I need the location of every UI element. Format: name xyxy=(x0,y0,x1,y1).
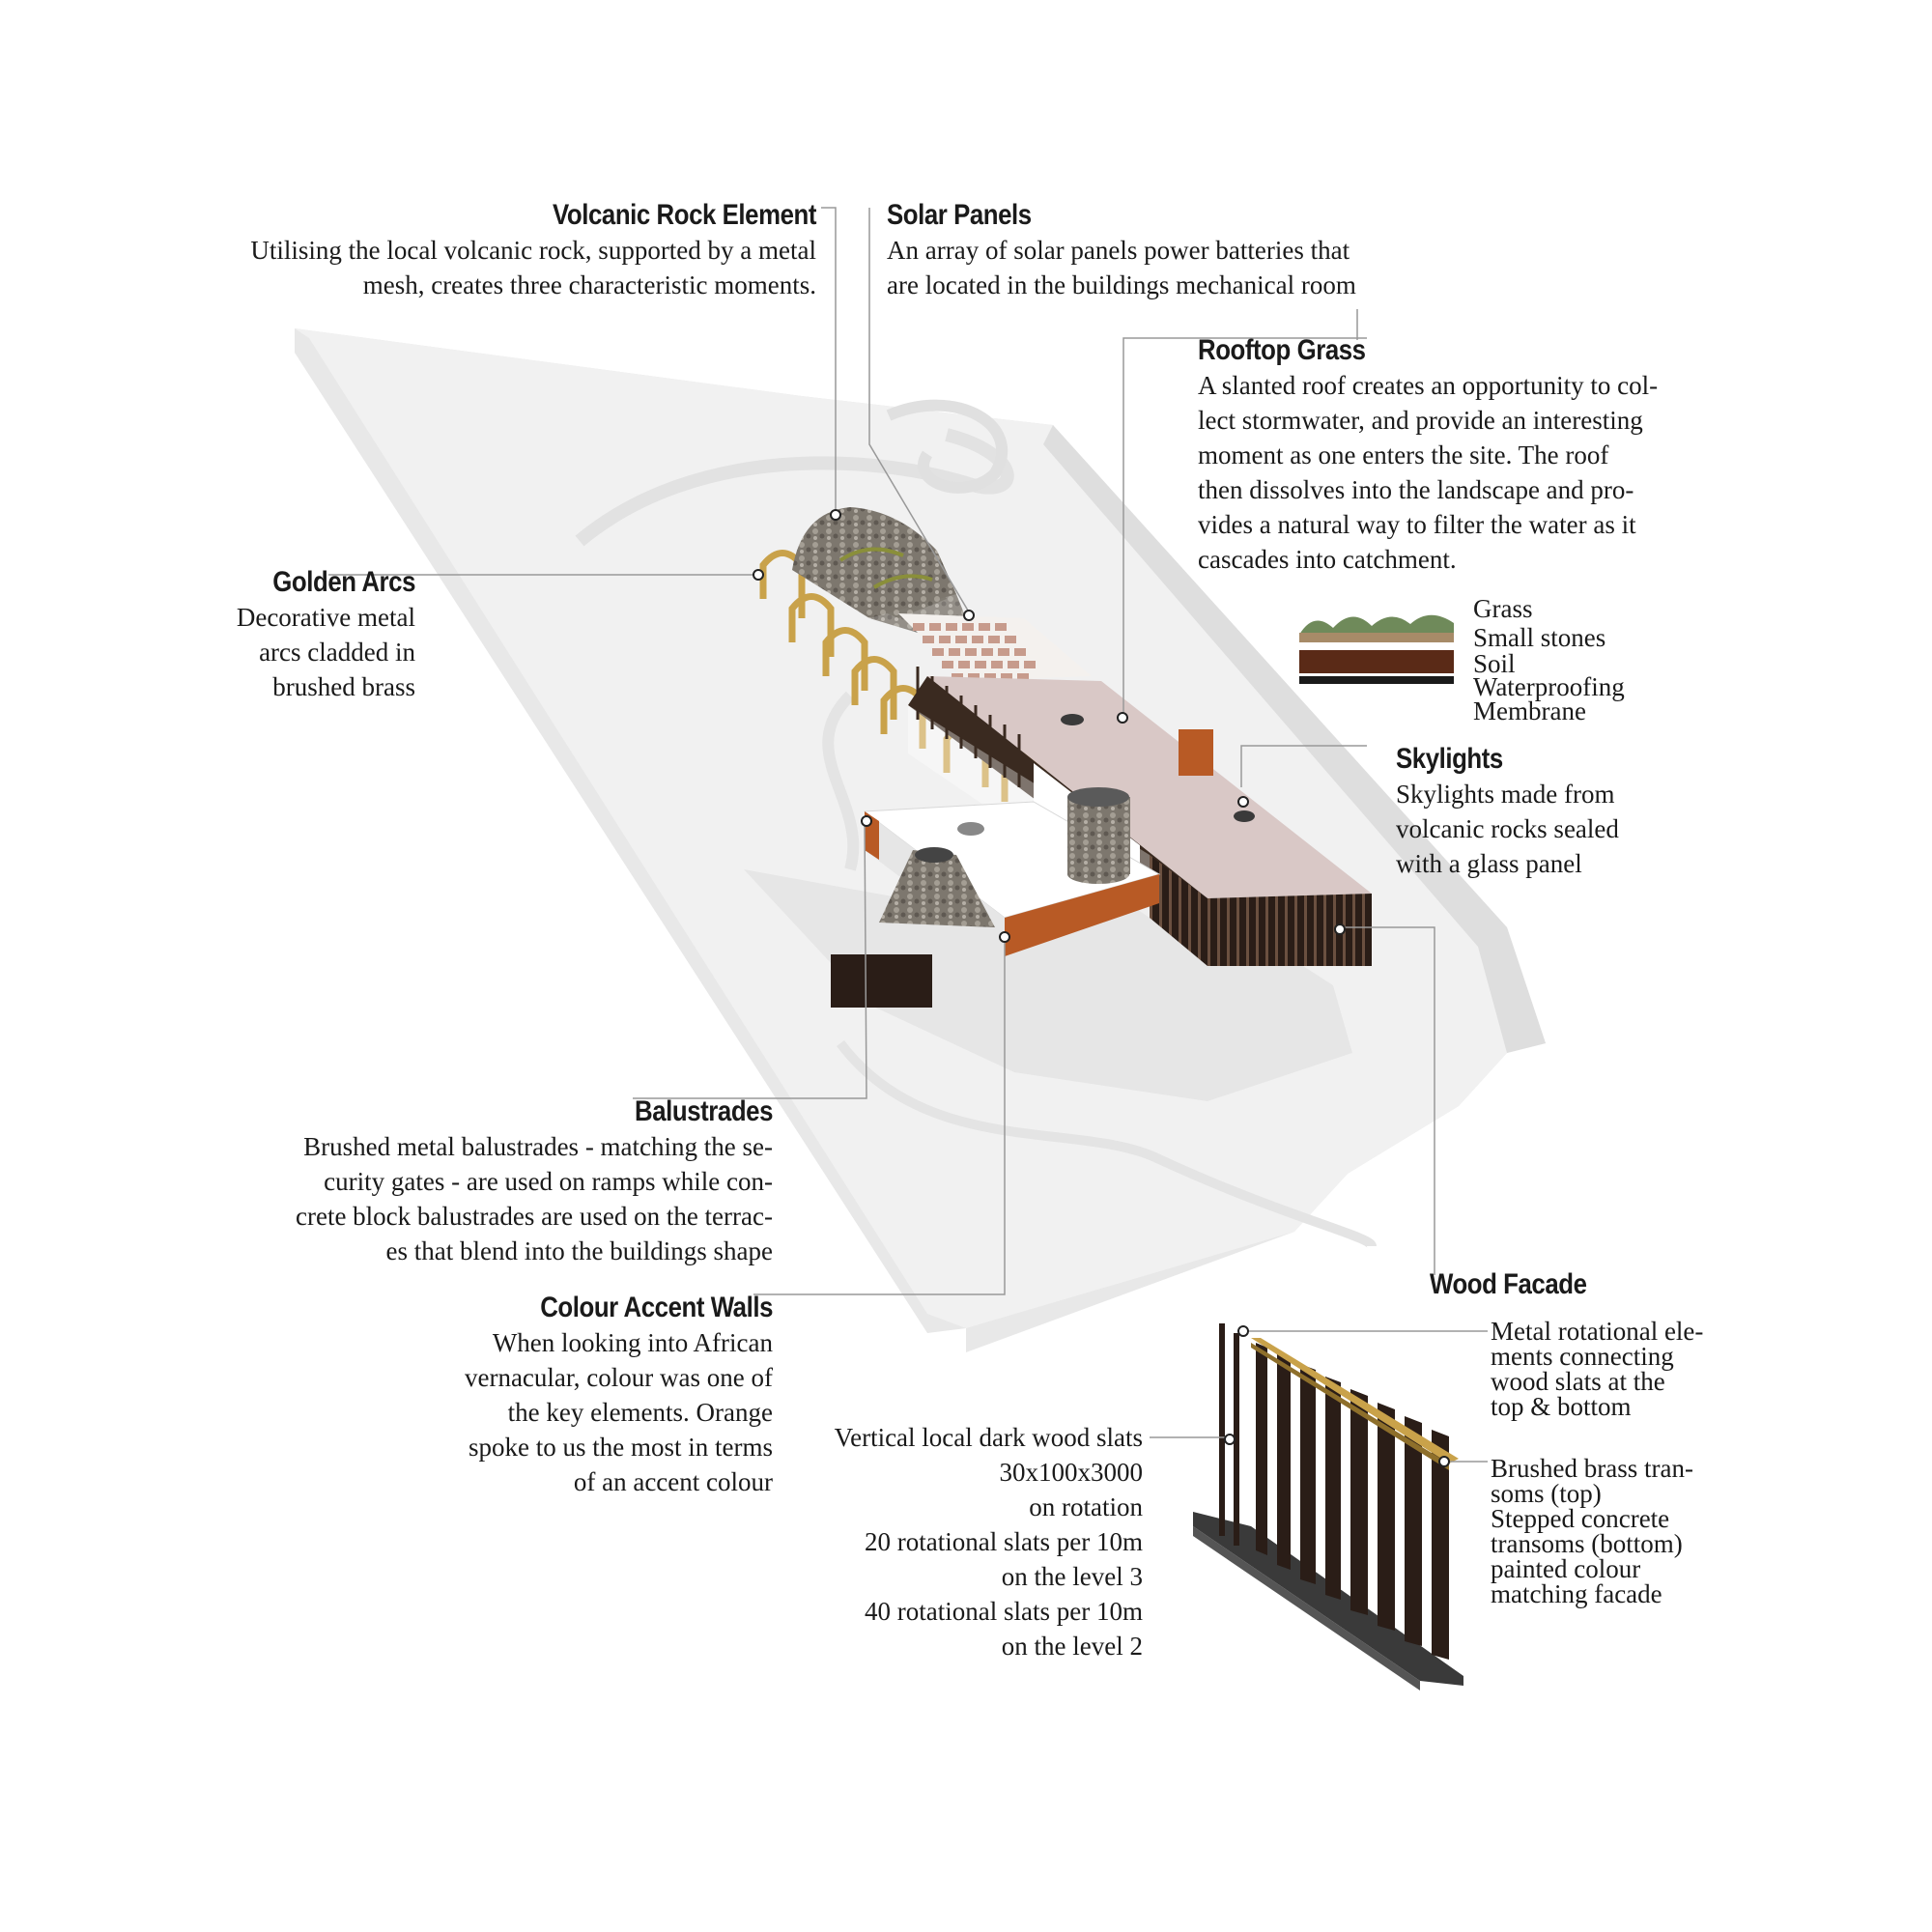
callout-line: on the level 3 xyxy=(1001,1562,1143,1591)
callout-line: Skylights made from xyxy=(1396,780,1615,809)
leader-lines xyxy=(328,207,1488,1463)
callout-line: A slanted roof creates an opportunity to… xyxy=(1198,371,1659,400)
callout-line: are located in the buildings mechanical … xyxy=(887,270,1356,299)
callout-brass-transoms: Brushed brass tran- soms (top) Stepped c… xyxy=(1491,1454,1742,1608)
callout-rotational-elements: Metal rotational ele- ments connecting w… xyxy=(1491,1317,1742,1421)
roof-layer-soil: Soil xyxy=(1473,649,1516,678)
callout-wood-facade: Wood Facade xyxy=(1430,1267,1719,1302)
callout-line: Brushed brass tran- xyxy=(1491,1454,1693,1483)
callout-solar-panels: Solar Panels An array of solar panels po… xyxy=(887,198,1466,302)
callout-colour-accent-walls: Colour Accent Walls When looking into Af… xyxy=(290,1291,773,1499)
callout-title: Solar Panels xyxy=(887,199,1032,231)
callout-title: Skylights xyxy=(1396,743,1503,775)
stone-cylinder xyxy=(1067,787,1130,884)
callout-line: moment as one enters the site. The roof xyxy=(1198,440,1609,469)
roof-layer-small-stones: Small stones xyxy=(1473,623,1606,652)
callout-line: top & bottom xyxy=(1491,1392,1632,1421)
callout-line: lect stormwater, and provide an interest… xyxy=(1198,406,1643,435)
callout-line: cascades into catchment. xyxy=(1198,545,1457,574)
wood-facade-detail xyxy=(1193,1323,1463,1690)
roof-layer-waterproofing: Waterproofing xyxy=(1473,672,1625,701)
callout-line: crete block balustrades are used on the … xyxy=(295,1202,773,1231)
callout-title: Colour Accent Walls xyxy=(540,1292,773,1323)
callout-title: Wood Facade xyxy=(1430,1268,1587,1300)
callout-balustrades: Balustrades Brushed metal balustrades - … xyxy=(193,1094,773,1268)
callout-title: Volcanic Rock Element xyxy=(553,199,816,231)
callout-line: matching facade xyxy=(1491,1579,1662,1608)
callout-line: 40 rotational slats per 10m xyxy=(865,1597,1143,1626)
roof-layer-membrane: Membrane xyxy=(1473,696,1586,725)
callout-wood-slats: Vertical local dark wood slats 30x100x30… xyxy=(753,1420,1143,1663)
stone-cone xyxy=(879,847,995,927)
callout-line: brushed brass xyxy=(272,672,415,701)
callout-line: vides a natural way to filter the water … xyxy=(1198,510,1636,539)
volcanic-vaults xyxy=(792,507,966,633)
callout-line: Vertical local dark wood slats xyxy=(834,1423,1143,1452)
callout-line: ments connecting xyxy=(1491,1342,1674,1371)
callout-title: Balustrades xyxy=(635,1095,773,1127)
callout-line: arcs cladded in xyxy=(259,638,415,667)
roof-layer-grass: Grass xyxy=(1473,594,1533,623)
callout-line: on the level 2 xyxy=(1001,1632,1143,1661)
callout-line: spoke to us the most in terms xyxy=(469,1433,773,1462)
callout-line: of an accent colour xyxy=(573,1467,773,1496)
callout-line: Decorative metal xyxy=(236,603,415,632)
roof-layer-swatch xyxy=(1299,614,1454,684)
callout-line: volcanic rocks sealed xyxy=(1396,814,1619,843)
callout-line: When looking into African xyxy=(492,1328,773,1357)
callout-line: transoms (bottom) xyxy=(1491,1529,1683,1558)
callout-line: curity gates - are used on ramps while c… xyxy=(324,1167,773,1196)
callout-rooftop-grass: Rooftop Grass A slanted roof creates an … xyxy=(1198,333,1739,577)
callout-line: with a glass panel xyxy=(1396,849,1582,878)
callout-line: the key elements. Orange xyxy=(507,1398,773,1427)
callout-line: then dissolves into the landscape and pr… xyxy=(1198,475,1634,504)
callout-line: wood slats at the xyxy=(1491,1367,1665,1396)
callout-volcanic-rock: Volcanic Rock Element Utilising the loca… xyxy=(174,198,816,302)
callout-line: on rotation xyxy=(1029,1492,1143,1521)
lower-building xyxy=(831,787,1161,1008)
callout-golden-arcs: Golden Arcs Decorative metal arcs cladde… xyxy=(126,565,416,704)
callout-line: painted colour xyxy=(1491,1554,1641,1583)
callout-line: es that blend into the buildings shape xyxy=(385,1236,773,1265)
callout-line: Utilising the local volcanic rock, suppo… xyxy=(250,236,816,265)
callout-line: vernacular, colour was one of xyxy=(464,1363,773,1392)
callout-line: Stepped concrete xyxy=(1491,1504,1670,1533)
callout-line: mesh, creates three characteristic momen… xyxy=(362,270,816,299)
callout-line: Brushed metal balustrades - matching the… xyxy=(303,1132,773,1161)
callout-line: An array of solar panels power batteries… xyxy=(887,236,1350,265)
leader-dots xyxy=(753,509,1450,1467)
callout-line: 20 rotational slats per 10m xyxy=(865,1527,1143,1556)
callout-line: 30x100x3000 xyxy=(999,1458,1144,1487)
callout-line: soms (top) xyxy=(1491,1479,1602,1508)
callout-line: Metal rotational ele- xyxy=(1491,1317,1704,1346)
callout-title: Golden Arcs xyxy=(272,566,415,598)
callout-skylights: Skylights Skylights made from volcanic r… xyxy=(1396,742,1782,881)
callout-title: Rooftop Grass xyxy=(1198,334,1366,366)
